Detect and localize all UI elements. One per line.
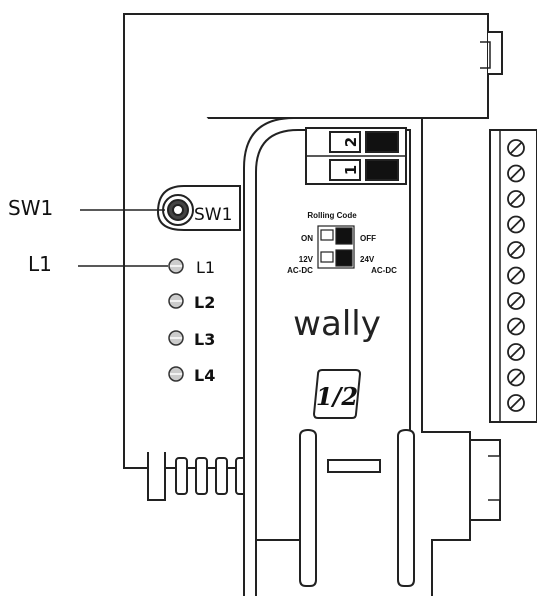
terminal-screw-slot [509, 243, 523, 257]
board-label-l4: L4 [194, 366, 215, 385]
board-label-l1: L1 [196, 258, 215, 277]
plugin-module [243, 117, 471, 596]
board-label-l3: L3 [194, 330, 215, 349]
rolling-code-title: Rolling Code [307, 211, 357, 220]
callout-sw1: SW1 [8, 196, 54, 220]
callout-l1: L1 [28, 252, 52, 276]
terminal-screw-slot [509, 396, 523, 410]
bottom-right-clip [470, 439, 501, 521]
terminal-screw-slot [509, 141, 523, 155]
led-l4 [168, 366, 184, 382]
model-number: 1/2 [316, 382, 358, 411]
led-l1 [168, 258, 184, 274]
terminal-screw-slot [509, 370, 523, 385]
sw1-button [156, 185, 241, 231]
label-12v: 12V [299, 255, 314, 264]
terminal-screw-slot [509, 345, 523, 359]
label-24v: 24V [360, 255, 375, 264]
board-label-sw1: SW1 [194, 205, 232, 225]
terminal-screw-slot [509, 166, 523, 181]
brand-logo: wally [293, 304, 381, 344]
module-prongs [256, 428, 415, 587]
dip-header-pos1: 1 [342, 165, 360, 175]
terminal-screw-slot [509, 192, 523, 206]
label-on: ON [301, 234, 313, 243]
label-acdc-right: AC-DC [371, 266, 397, 275]
model-badge: 1/2 [312, 369, 362, 419]
terminal-screw-slot [509, 268, 523, 283]
terminal-screws [507, 139, 525, 412]
led-l3 [168, 330, 184, 346]
module-slot [327, 459, 381, 473]
rolling-code-switch [317, 225, 355, 269]
led-l2 [168, 293, 184, 309]
label-off: OFF [360, 234, 376, 243]
label-acdc-left: AC-DC [287, 266, 313, 275]
terminal-screw-slot [509, 294, 523, 308]
dip-header-pos2: 2 [342, 137, 360, 147]
board-label-l2: L2 [194, 293, 215, 312]
terminal-screw-slot [509, 319, 523, 334]
terminal-screw-slot [509, 217, 523, 232]
